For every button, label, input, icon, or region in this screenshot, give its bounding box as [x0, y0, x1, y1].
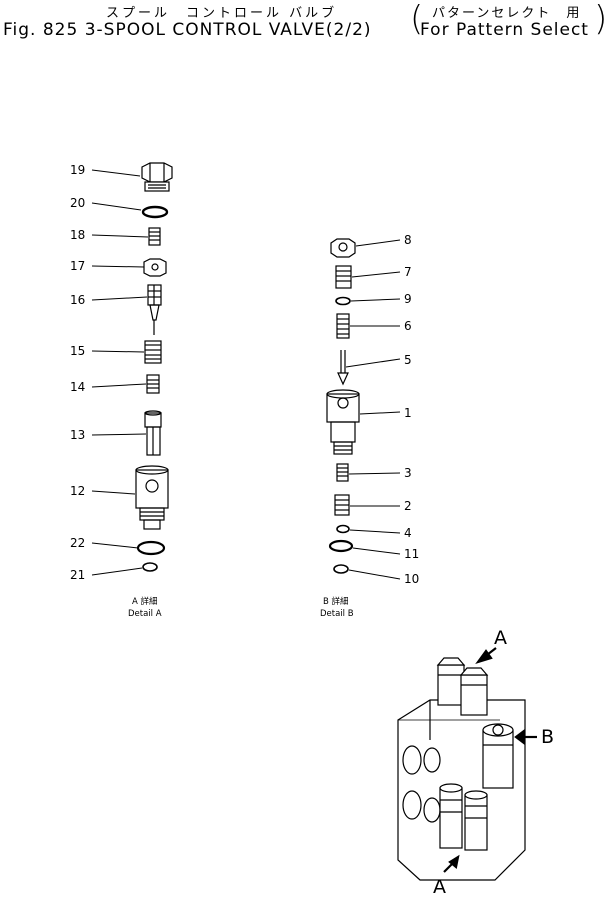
- left-parenthesis: (: [410, 0, 424, 39]
- detail-b-caption-jp: B 詳細: [323, 596, 349, 607]
- callout-11: 11: [404, 547, 419, 561]
- part-17-nut: [143, 258, 167, 277]
- part-1-valve-body: [326, 389, 360, 455]
- part-2-spring: [334, 494, 350, 516]
- callout-12: 12: [70, 484, 85, 498]
- callout-22: 22: [70, 536, 85, 550]
- detail-a-leaders: [91, 169, 149, 576]
- part-9-o-ring: [335, 296, 351, 306]
- callout-20: 20: [70, 196, 85, 210]
- valve-assembly: [397, 657, 526, 881]
- callout-2: 2: [404, 499, 412, 513]
- part-6-spring: [336, 313, 350, 339]
- figure-title: Fig. 825 3-SPOOL CONTROL VALVE(2/2): [3, 20, 372, 40]
- detail-b-group: [326, 238, 360, 574]
- right-parenthesis: ): [594, 0, 606, 39]
- callout-13: 13: [70, 428, 85, 442]
- part-19-plug: [141, 162, 173, 192]
- callout-5: 5: [404, 353, 412, 367]
- part-15-spring: [144, 340, 162, 364]
- detail-a-group: [135, 162, 173, 572]
- callout-14: 14: [70, 380, 85, 394]
- callout-10: 10: [404, 572, 419, 586]
- callout-3: 3: [404, 466, 412, 480]
- part-8-nut: [330, 238, 356, 258]
- part-5-pin: [337, 350, 349, 386]
- part-10-o-ring: [333, 564, 349, 574]
- callout-9: 9: [404, 292, 412, 306]
- part-18-spring: [148, 227, 161, 246]
- callout-1: 1: [404, 406, 412, 420]
- callout-19: 19: [70, 163, 85, 177]
- part-22-o-ring: [136, 540, 166, 556]
- callout-18: 18: [70, 228, 85, 242]
- detail-a-caption-jp: A 詳細: [132, 596, 158, 607]
- assembly-label-a-top: A: [494, 627, 507, 649]
- part-20-o-ring: [141, 205, 169, 219]
- callout-6: 6: [404, 319, 412, 333]
- callout-17: 17: [70, 259, 85, 273]
- assembly-arrows: [443, 647, 537, 873]
- callout-8: 8: [404, 233, 412, 247]
- jp-subtitle: パターンセレクト 用: [432, 6, 582, 21]
- part-13-sleeve: [144, 410, 162, 456]
- detail-a-caption-en: Detail A: [128, 609, 162, 619]
- part-11-o-ring: [328, 539, 354, 553]
- part-16-poppet: [147, 284, 162, 335]
- part-14-spring: [146, 374, 160, 394]
- figure-subtitle: For Pattern Select: [420, 20, 589, 40]
- assembly-label-a-bottom: A: [433, 876, 446, 898]
- assembly-label-b: B: [541, 726, 554, 748]
- callout-21: 21: [70, 568, 85, 582]
- part-3-spring: [336, 463, 349, 482]
- jp-title: スプール コントロール バルブ: [106, 6, 338, 21]
- part-4-ball: [336, 524, 350, 534]
- callout-16: 16: [70, 293, 85, 307]
- callout-15: 15: [70, 344, 85, 358]
- detail-b-caption-en: Detail B: [320, 609, 354, 619]
- part-7-spring: [335, 265, 352, 289]
- callout-4: 4: [404, 526, 412, 540]
- callout-7: 7: [404, 265, 412, 279]
- part-21-o-ring: [142, 562, 158, 572]
- part-12-valve-body: [135, 465, 169, 530]
- detail-b-leaders: [345, 239, 401, 580]
